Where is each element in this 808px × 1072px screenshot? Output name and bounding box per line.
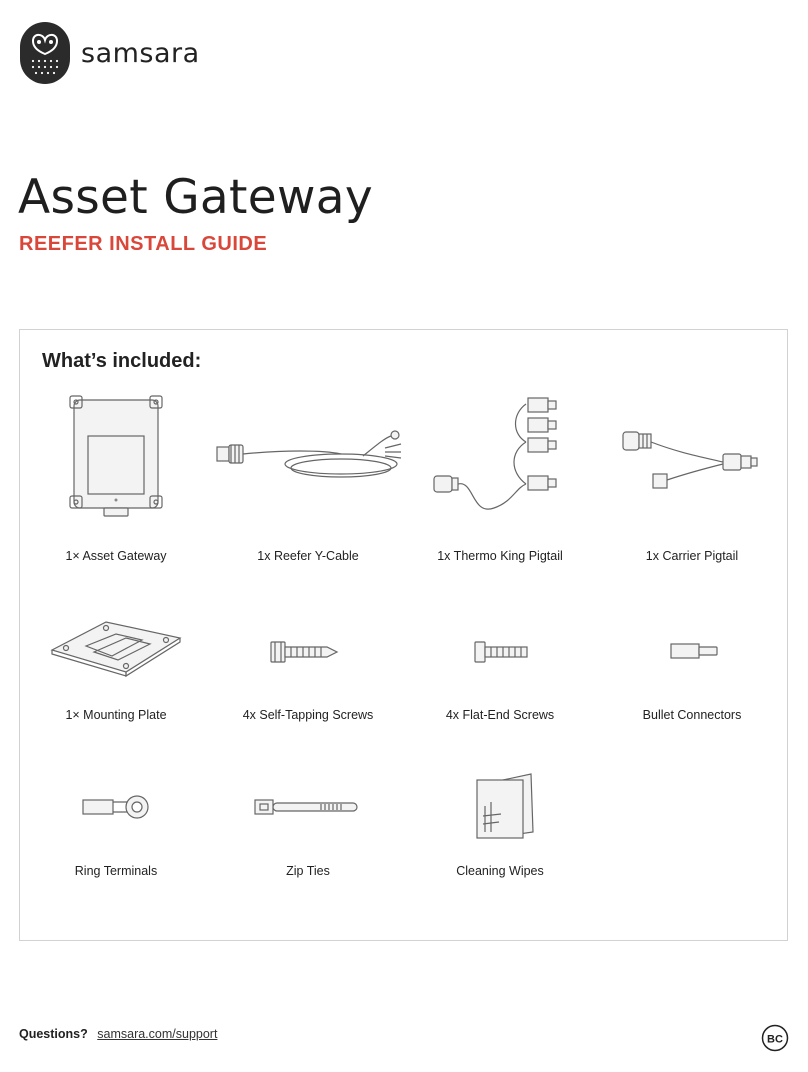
mounting-plate-icon bbox=[50, 621, 182, 678]
footer: Questions? samsara.com/support bbox=[19, 1027, 217, 1041]
flat-end-screw-icon bbox=[474, 641, 528, 663]
brand-name: samsara bbox=[81, 37, 200, 69]
footer-question: Questions? bbox=[19, 1027, 88, 1041]
included-item-mounting-plate: 1× Mounting Plate bbox=[21, 608, 211, 722]
included-item-label: 1x Thermo King Pigtail bbox=[437, 549, 563, 563]
included-item-reefer-y-cable: 1x Reefer Y-Cable bbox=[213, 392, 403, 563]
zip-tie-icon bbox=[254, 799, 358, 815]
included-item-thermo-king-pigtail: 1x Thermo King Pigtail bbox=[405, 392, 595, 563]
reefer-y-cable-icon bbox=[216, 430, 402, 478]
bc-certification-badge: BC bbox=[761, 1024, 789, 1052]
included-item-ring-terminals: Ring Terminals bbox=[21, 766, 211, 878]
included-item-label: 1× Mounting Plate bbox=[65, 708, 167, 722]
included-item-self-tapping-screws: 4x Self-Tapping Screws bbox=[213, 608, 403, 722]
included-item-asset-gateway: 1× Asset Gateway bbox=[21, 392, 211, 563]
ring-terminal-icon bbox=[82, 795, 149, 819]
included-item-label: Bullet Connectors bbox=[642, 708, 742, 722]
included-item-cleaning-wipes: Cleaning Wipes bbox=[405, 766, 595, 878]
page-subtitle: REEFER INSTALL GUIDE bbox=[19, 233, 268, 255]
carrier-pigtail-icon bbox=[622, 431, 758, 489]
included-item-flat-end-screws: 4x Flat-End Screws bbox=[405, 608, 595, 722]
included-item-label: 1× Asset Gateway bbox=[65, 549, 167, 563]
included-item-label: 4x Self-Tapping Screws bbox=[242, 708, 374, 722]
included-item-label: 1x Reefer Y-Cable bbox=[257, 549, 359, 563]
bullet-connector-icon bbox=[670, 643, 718, 659]
included-item-label: 1x Carrier Pigtail bbox=[645, 549, 739, 563]
self-tapping-screw-icon bbox=[270, 641, 339, 663]
included-item-label: Zip Ties bbox=[286, 864, 330, 878]
brand-logo: samsara bbox=[19, 21, 200, 85]
samsara-owl-icon bbox=[20, 22, 70, 84]
bc-badge-text: BC bbox=[767, 1034, 783, 1046]
asset-gateway-icon bbox=[69, 395, 163, 517]
included-box: What’s included: 1× Asset Gateway bbox=[19, 329, 788, 941]
included-item-label: Cleaning Wipes bbox=[456, 864, 544, 878]
included-item-carrier-pigtail: 1x Carrier Pigtail bbox=[597, 392, 787, 563]
cleaning-wipes-icon bbox=[476, 773, 534, 839]
included-item-bullet-connectors: Bullet Connectors bbox=[597, 608, 787, 722]
included-item-label: Ring Terminals bbox=[74, 864, 158, 878]
included-item-zip-ties: Zip Ties bbox=[213, 766, 403, 878]
included-heading: What’s included: bbox=[42, 350, 202, 372]
thermo-king-pigtail-icon bbox=[433, 397, 557, 510]
included-item-label: 4x Flat-End Screws bbox=[445, 708, 555, 722]
page-title: Asset Gateway bbox=[18, 170, 373, 225]
support-link[interactable]: samsara.com/support bbox=[97, 1027, 218, 1041]
